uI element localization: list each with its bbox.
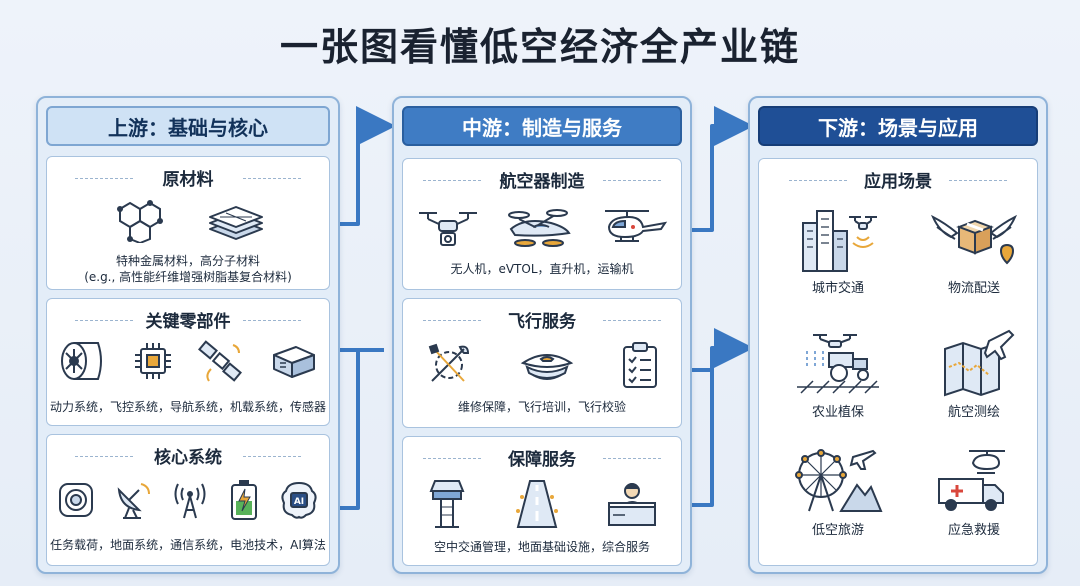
support-services-title: 保障服务	[508, 450, 576, 470]
scene-agriculture: 农业植保	[773, 327, 903, 420]
molecule-icon	[117, 200, 163, 243]
scene-logistics: 物流配送	[909, 203, 1039, 296]
scenes-panel: 应用场景 城市交通	[758, 158, 1038, 566]
satellite-icon	[198, 340, 243, 382]
arrow-mid-bottom	[682, 348, 714, 507]
scenes-title: 应用场景	[864, 172, 932, 192]
manufacturing-title: 航空器制造	[499, 172, 585, 192]
svg-text:AI: AI	[294, 497, 304, 507]
camera-icon	[58, 483, 93, 517]
core-systems-caption: 任务载荷，地面系统，通信系统，电池技术，AI算法	[50, 538, 326, 552]
winged-package-icon	[931, 214, 1017, 265]
manufacturing-panel: 航空器制造	[402, 158, 682, 290]
support-services-panel: 保障服务	[402, 436, 682, 566]
core-systems-panel: 核心系统	[46, 434, 330, 566]
module-box-icon	[272, 346, 315, 378]
arrow-upstream-top	[330, 106, 396, 226]
flight-services-caption: 维修保障，飞行培训，飞行校验	[457, 400, 626, 414]
chip-icon	[134, 343, 171, 379]
scene-mapping: 航空测绘	[909, 327, 1039, 420]
ambulance-helicopter-icon	[938, 450, 1005, 511]
arrow-mid-top	[682, 106, 754, 232]
ferris-wheel-icon	[795, 449, 883, 512]
turbine-engine-icon	[61, 342, 103, 380]
repair-tools-icon	[429, 343, 470, 382]
upstream-column: 上游：基础与核心 原材料	[36, 96, 340, 574]
raw-materials-caption-2: (e.g., 高性能纤维增强树脂基复合材料)	[84, 270, 292, 284]
tractor-icon	[797, 334, 879, 394]
satellite-dish-icon	[117, 483, 150, 519]
runway-icon	[515, 480, 558, 528]
raw-materials-panel: 原材料 特种金属材料，高分子材料 (e.	[46, 156, 330, 290]
scene-label-0: 城市交通	[811, 281, 864, 296]
raw-materials-title: 原材料	[162, 170, 214, 190]
scene-label-5: 应急救援	[947, 523, 1000, 538]
antenna-signal-icon	[174, 483, 206, 519]
key-components-title: 关键零部件	[145, 312, 231, 332]
scene-label-4: 低空旅游	[811, 523, 864, 538]
service-desk-icon	[608, 483, 657, 526]
scene-label-1: 物流配送	[947, 281, 1000, 296]
flight-services-panel: 飞行服务	[402, 298, 682, 428]
map-plane-icon	[944, 329, 1015, 397]
midstream-column: 中游：制造与服务 航空器制造	[392, 96, 692, 574]
pilot-cap-icon	[520, 354, 574, 380]
downstream-header: 下游：场景与应用	[758, 106, 1038, 146]
control-tower-icon	[429, 480, 465, 528]
scene-rescue: 应急救援	[909, 445, 1039, 538]
helicopter-icon	[605, 210, 668, 242]
manufacturing-caption: 无人机，eVTOL，直升机，运输机	[450, 262, 634, 276]
scene-label-3: 航空测绘	[947, 405, 1000, 420]
evtol-icon	[508, 209, 571, 247]
key-components-caption: 动力系统，飞控系统，导航系统，机载系统，传感器	[49, 400, 326, 414]
layered-material-icon	[209, 206, 263, 240]
ai-brain-icon: AI	[281, 481, 317, 519]
scene-urban-transport: 城市交通	[773, 203, 903, 296]
downstream-column: 下游：场景与应用 应用场景 城市交通	[748, 96, 1048, 574]
page-title: 一张图看懂低空经济全产业链	[279, 25, 800, 69]
flight-services-title: 飞行服务	[508, 312, 576, 332]
drone-icon	[419, 212, 477, 246]
raw-materials-caption-1: 特种金属材料，高分子材料	[115, 254, 260, 268]
midstream-header: 中游：制造与服务	[402, 106, 682, 146]
core-systems-title: 核心系统	[154, 448, 222, 468]
upstream-header: 上游：基础与核心	[46, 106, 330, 146]
scene-label-2: 农业植保	[811, 405, 864, 420]
support-services-caption: 空中交通管理，地面基础设施，综合服务	[433, 540, 650, 554]
key-components-panel: 关键零部件	[46, 298, 330, 426]
scene-tourism: 低空旅游	[773, 445, 903, 538]
checklist-icon	[622, 342, 657, 388]
battery-icon	[231, 480, 258, 520]
city-drone-icon	[802, 210, 877, 272]
